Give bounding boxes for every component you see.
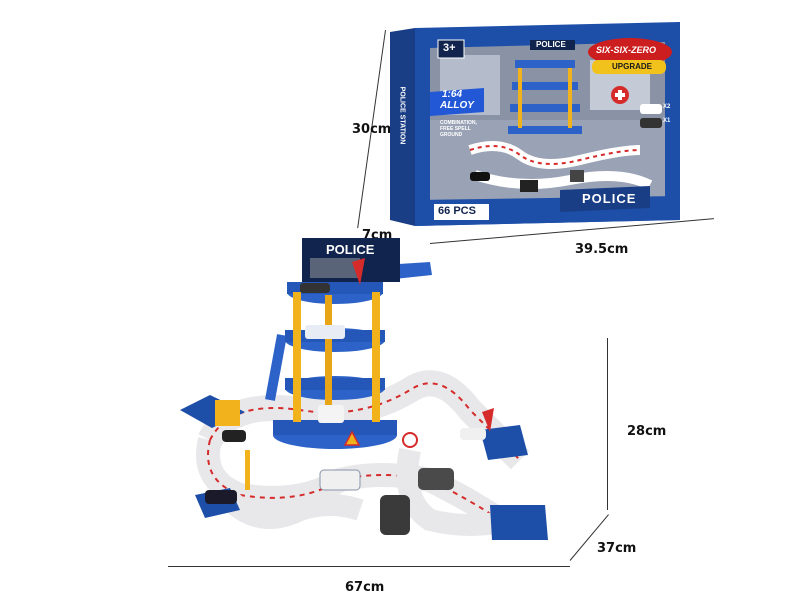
box-features: COMBINATION, FREE SPELL GROUND	[440, 120, 477, 138]
brand-logo	[588, 38, 672, 66]
piece-unit: PCS	[453, 205, 476, 217]
box-tower-sign: POLICE	[536, 40, 566, 49]
feature-line: GROUND	[440, 132, 463, 138]
piece-number: 66	[438, 205, 451, 217]
toy-height-line	[607, 338, 608, 510]
track-pad	[490, 505, 548, 540]
toy-width-line	[168, 566, 570, 567]
gate-arch	[215, 400, 240, 426]
feature-line: FREE SPELL	[440, 126, 471, 132]
car-x2-icon	[640, 104, 662, 114]
box-side-face	[390, 28, 415, 226]
box-scale: 1:64	[442, 89, 463, 100]
box-height-label: 30cm	[352, 122, 392, 137]
box-age: 3+	[443, 42, 456, 54]
garage-van-toy	[318, 405, 344, 423]
armored-truck-toy	[319, 469, 361, 491]
toy-tower-sign: POLICE	[326, 242, 375, 257]
van-toy	[305, 325, 345, 339]
toy-depth-label: 37cm	[597, 541, 637, 556]
street-lamp	[245, 450, 250, 490]
flag	[482, 408, 494, 432]
patrol-car-toy	[460, 428, 486, 440]
box-piece-count: 66 PCS	[438, 205, 476, 217]
box-alloy: ALLOY	[440, 100, 474, 111]
police-car-toy	[205, 490, 237, 504]
toy-height-label: 28cm	[627, 424, 667, 439]
parking-tower	[273, 262, 432, 449]
atv-toy	[380, 495, 410, 535]
feature-line: COMBINATION,	[440, 120, 477, 126]
tank-toy	[418, 468, 454, 490]
toy-width-label: 67cm	[345, 580, 385, 595]
road-sign	[402, 432, 418, 448]
flag	[352, 258, 365, 285]
track-pad	[480, 425, 528, 460]
police-banner	[560, 186, 650, 212]
roof-car-toy	[300, 283, 330, 293]
box-upgrade: UPGRADE	[612, 62, 653, 71]
box-brand: SIX-SIX-ZERO	[596, 45, 657, 55]
scale-badge	[430, 88, 484, 116]
police-car-toy	[222, 430, 246, 442]
race-track	[196, 370, 530, 536]
warning-sign	[343, 430, 361, 446]
box-tower-image	[508, 60, 582, 134]
box-x2: X2	[663, 104, 671, 110]
box-truck-toy	[520, 180, 538, 192]
box-title: POLICE	[582, 191, 637, 206]
box-width-label: 39.5cm	[575, 242, 629, 257]
car-x1-icon	[640, 118, 662, 128]
piece-count-badge	[434, 204, 489, 220]
box-tower-sign-bg	[530, 40, 575, 50]
box-x1: X1	[663, 118, 671, 124]
spiral-ramp	[265, 334, 287, 401]
age-badge	[437, 39, 465, 59]
